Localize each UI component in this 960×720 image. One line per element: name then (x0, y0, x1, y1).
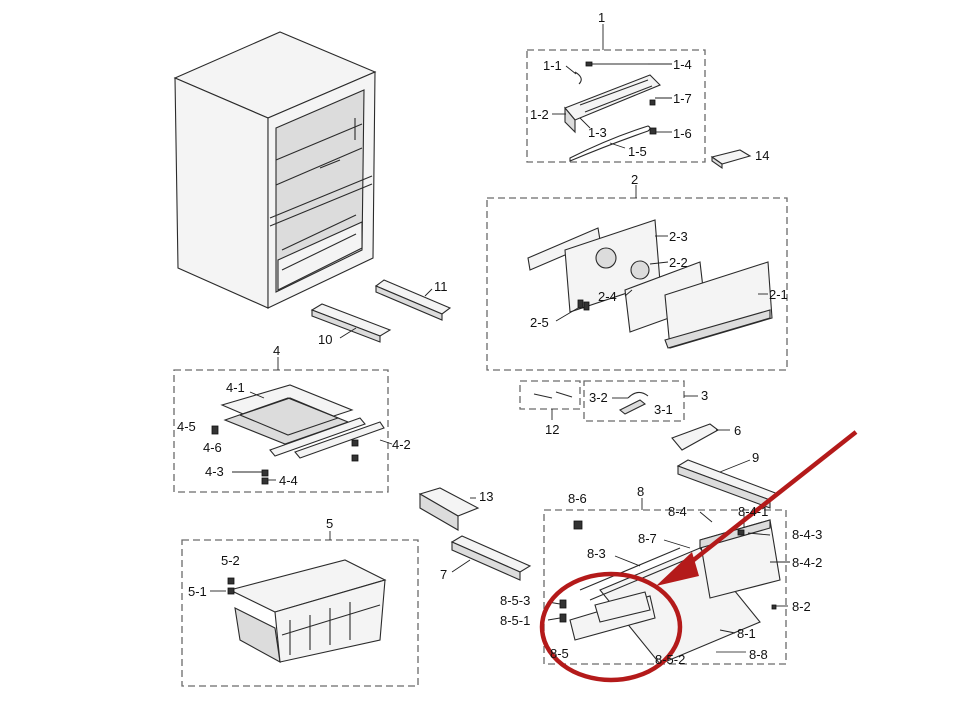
assembly-1 (526, 24, 706, 163)
label-8-5-2: 8-5-2 (655, 652, 685, 667)
label-8: 8 (637, 484, 644, 499)
label-2-2: 2-2 (669, 255, 688, 270)
part-9 (676, 459, 780, 509)
label-4: 4 (273, 343, 280, 358)
highlight-arrow (684, 430, 858, 568)
label-1-1: 1-1 (543, 58, 562, 73)
label-4-3: 4-3 (205, 464, 224, 479)
label-1: 1 (598, 10, 605, 25)
label-2-1: 2-1 (769, 287, 788, 302)
part-14 (710, 149, 752, 170)
part-13 (418, 487, 480, 531)
assembly-2 (486, 185, 788, 371)
label-8-8: 8-8 (749, 647, 768, 662)
label-5-1: 5-1 (188, 584, 207, 599)
label-6: 6 (734, 423, 741, 438)
label-5: 5 (326, 516, 333, 531)
label-8-7: 8-7 (638, 531, 657, 546)
label-4-5: 4-5 (177, 419, 196, 434)
label-1-5: 1-5 (628, 144, 647, 159)
label-4-6: 4-6 (203, 440, 222, 455)
label-1-7: 1-7 (673, 91, 692, 106)
label-4-1: 4-1 (226, 380, 245, 395)
assembly-5 (181, 531, 419, 687)
highlight-annotation (539, 430, 858, 683)
label-1-3: 1-3 (588, 125, 607, 140)
label-8-5-3: 8-5-3 (500, 593, 530, 608)
label-8-6: 8-6 (568, 491, 587, 506)
label-8-5: 8-5 (550, 646, 569, 661)
label-5-2: 5-2 (221, 553, 240, 568)
label-2-5: 2-5 (530, 315, 549, 330)
label-8-4-2: 8-4-2 (792, 555, 822, 570)
label-2-3: 2-3 (669, 229, 688, 244)
label-3-2: 3-2 (589, 390, 608, 405)
part-11 (374, 279, 452, 321)
label-8-4-1: 8-4-1 (738, 504, 768, 519)
label-11: 11 (434, 279, 448, 294)
refrigerator-cabinet (173, 31, 377, 309)
label-2-4: 2-4 (598, 289, 617, 304)
label-1-6: 1-6 (673, 126, 692, 141)
label-2: 2 (631, 172, 638, 187)
callout-labels: 1 1-1 1-2 1-3 1-4 1-5 1-6 1-7 14 2 2-1 2… (177, 10, 822, 667)
part-6 (671, 423, 730, 451)
highlight-ellipse (539, 571, 683, 683)
label-8-2: 8-2 (792, 599, 811, 614)
label-1-4: 1-4 (673, 57, 692, 72)
label-12: 12 (545, 422, 559, 437)
label-3-1: 3-1 (654, 402, 673, 417)
label-8-1: 8-1 (737, 626, 756, 641)
assembly-4 (173, 357, 393, 493)
label-1-2: 1-2 (530, 107, 549, 122)
label-8-5-1: 8-5-1 (500, 613, 530, 628)
assembly-12 (519, 380, 581, 420)
highlight-arrowhead (656, 552, 699, 586)
label-10: 10 (318, 332, 332, 347)
label-9: 9 (752, 450, 759, 465)
part-7 (450, 535, 532, 581)
label-8-4: 8-4 (668, 504, 687, 519)
assembly-3 (583, 380, 698, 422)
label-4-4: 4-4 (279, 473, 298, 488)
label-14: 14 (755, 148, 769, 163)
label-3: 3 (701, 388, 708, 403)
label-8-3: 8-3 (587, 546, 606, 561)
label-13: 13 (479, 489, 493, 504)
label-4-2: 4-2 (392, 437, 411, 452)
part-10 (310, 303, 392, 343)
label-8-4-3: 8-4-3 (792, 527, 822, 542)
label-7: 7 (440, 567, 447, 582)
